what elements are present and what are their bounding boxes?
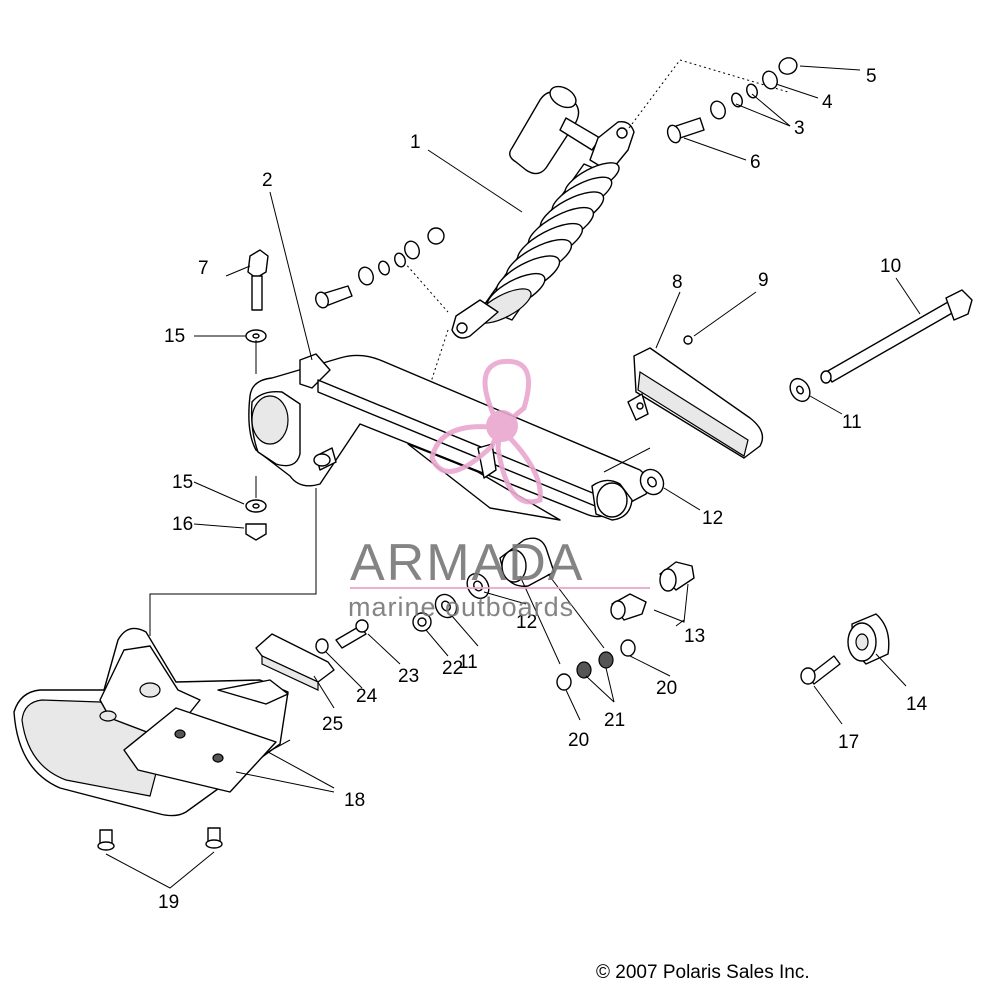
callout-6: 6 [750,152,761,173]
bushings [499,537,695,621]
callout-24: 24 [356,686,378,707]
callout-11-lower: 11 [458,652,478,673]
copyright-notice: © 2007 Polaris Sales Inc. [596,962,810,983]
callout-labels: 1 2 3 4 5 6 7 8 9 10 11 11 12 12 13 14 1… [158,66,928,913]
callout-15-upper: 15 [164,326,185,347]
callout-2: 2 [262,170,273,191]
callout-5: 5 [866,66,877,87]
callout-9: 9 [758,270,769,291]
callout-7: 7 [198,258,209,279]
callout-8: 8 [672,272,683,293]
shock-absorber [451,85,635,339]
chain-guide [627,335,764,459]
callout-17: 17 [838,732,859,753]
skid-plate [13,627,289,817]
callout-11-right: 11 [842,412,862,433]
callout-20-left: 20 [568,730,589,751]
roller-wheel [847,613,890,665]
callout-16: 16 [172,514,193,535]
watermark-tagline: marine outboards [348,592,574,622]
callout-1: 1 [410,132,421,153]
callout-21-upper: 21 [604,710,625,731]
callout-12-right: 12 [702,508,723,529]
chain-slider-plate [255,633,335,691]
callout-10: 10 [880,256,901,277]
callout-14: 14 [906,694,928,715]
callout-12-lower: 12 [516,612,537,633]
callout-22: 22 [442,658,463,679]
skid-plate-bolts [97,827,223,851]
swing-arm [248,353,649,521]
callout-19: 19 [158,892,179,913]
callout-15-lower: 15 [172,472,193,493]
callout-4: 4 [822,92,833,113]
propeller-logo [429,358,543,505]
leader-lines [105,65,921,889]
callout-18: 18 [344,790,365,811]
callout-25: 25 [322,714,343,735]
coil-spring [476,162,620,324]
callout-13: 13 [684,626,705,647]
watermark-name: ARMADA [350,534,584,592]
callout-3: 3 [794,118,805,139]
upper-shock-hardware [666,57,798,144]
callout-23: 23 [398,666,419,687]
lower-shock-hardware [315,227,445,309]
pivot-bolt [820,289,973,384]
watermark: ARMADA marine outboards [348,358,650,622]
callout-20-right: 20 [656,678,677,699]
